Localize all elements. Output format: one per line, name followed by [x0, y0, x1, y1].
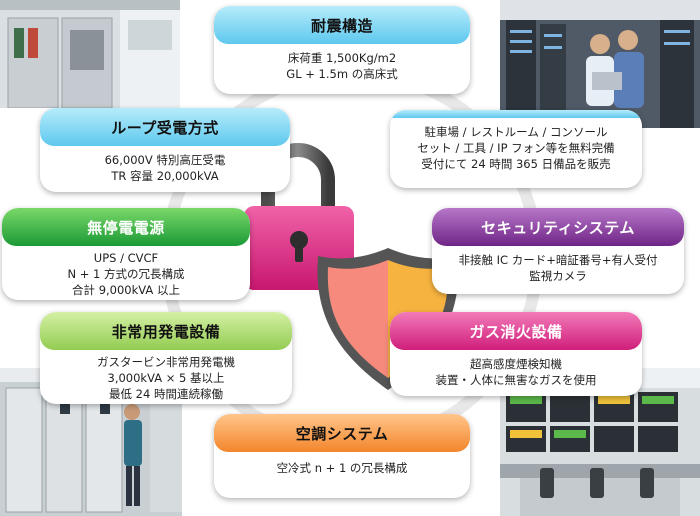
card-aircon-title: 空調システム — [214, 414, 470, 452]
card-seismic-line-1: 床荷重 1,500Kg/m2 — [287, 51, 397, 65]
card-loop-power-title: ループ受電方式 — [40, 108, 290, 146]
card-seismic-title: 耐震構造 — [214, 6, 470, 44]
card-facilities-header — [390, 110, 642, 118]
card-ups-line-1: UPS / CVCF — [93, 251, 159, 265]
card-generator: 非常用発電設備 ガスタービン非常用発電機 3,000kVA × 5 基以上 最低… — [40, 312, 292, 404]
card-fire-suppression-title: ガス消火設備 — [390, 312, 642, 350]
card-aircon: 空調システム 空冷式 n + 1 の冗長構成 — [214, 414, 470, 498]
card-security: セキュリティシステム 非接触 IC カード+暗証番号+有人受付 監視カメラ — [432, 208, 684, 294]
card-ups-title: 無停電電源 — [2, 208, 250, 246]
card-generator-line-1: ガスタービン非常用発電機 — [97, 355, 235, 369]
card-seismic-line-2: GL + 1.5m の高床式 — [286, 67, 398, 81]
card-ups-line-3: 合計 9,000kVA 以上 — [72, 283, 180, 297]
server-room-photo — [500, 0, 700, 128]
card-loop-power: ループ受電方式 66,000V 特別高圧受電 TR 容量 20,000kVA — [40, 108, 290, 192]
card-ups-line-2: N + 1 方式の冗長構成 — [67, 267, 185, 281]
card-security-line-2: 監視カメラ — [529, 269, 587, 283]
electrical-panel-photo — [0, 0, 180, 108]
card-generator-line-2: 3,000kVA × 5 基以上 — [107, 371, 225, 385]
card-security-line-1: 非接触 IC カード+暗証番号+有人受付 — [458, 253, 658, 267]
card-facilities-line-3: 受付にて 24 時間 365 日備品を販売 — [421, 157, 611, 171]
card-generator-title: 非常用発電設備 — [40, 312, 292, 350]
card-seismic: 耐震構造 床荷重 1,500Kg/m2 GL + 1.5m の高床式 — [214, 6, 470, 94]
card-generator-line-3: 最低 24 時間連続稼働 — [109, 387, 223, 401]
card-fire-suppression-line-1: 超高感度煙検知機 — [470, 357, 562, 371]
card-facilities-line-2: セット / 工具 / IP フォン等を無料完備 — [417, 141, 615, 155]
card-loop-power-line-2: TR 容量 20,000kVA — [111, 169, 219, 183]
card-ups: 無停電電源 UPS / CVCF N + 1 方式の冗長構成 合計 9,000k… — [2, 208, 250, 300]
card-facilities-line-1: 駐車場 / レストルーム / コンソール — [424, 125, 608, 139]
card-fire-suppression-line-2: 装置・人体に無害なガスを使用 — [435, 373, 597, 387]
card-loop-power-line-1: 66,000V 特別高圧受電 — [104, 153, 226, 167]
card-aircon-line-1: 空冷式 n + 1 の冗長構成 — [276, 461, 408, 475]
card-security-title: セキュリティシステム — [432, 208, 684, 246]
card-fire-suppression: ガス消火設備 超高感度煙検知機 装置・人体に無害なガスを使用 — [390, 312, 642, 396]
card-facilities: 駐車場 / レストルーム / コンソール セット / 工具 / IP フォン等を… — [390, 110, 642, 188]
